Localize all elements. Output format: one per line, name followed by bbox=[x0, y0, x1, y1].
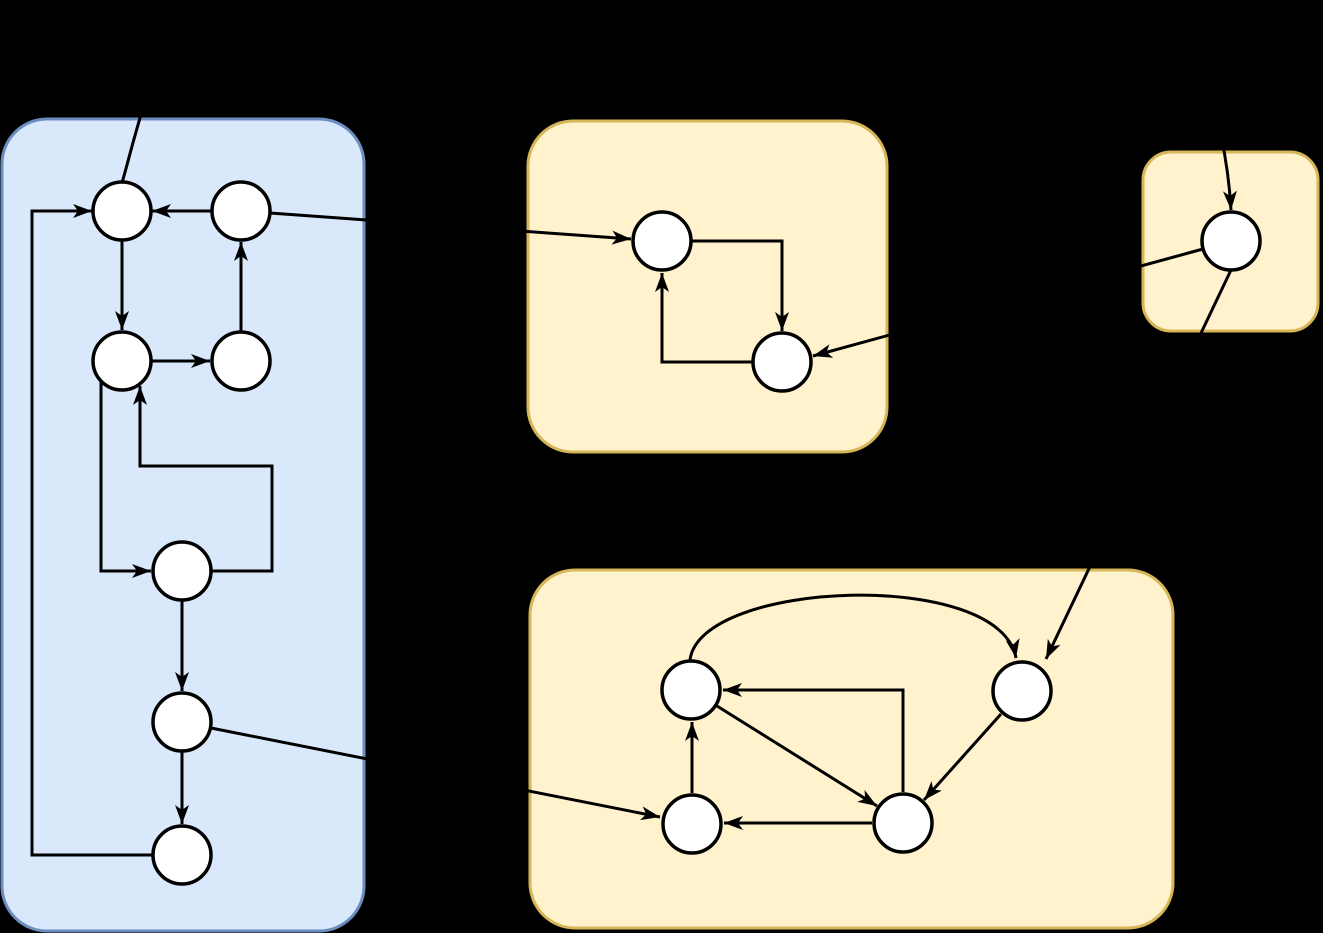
edge-b-a bbox=[655, 273, 752, 364]
node-bottom-s bbox=[991, 660, 1053, 722]
container-yellow-bottom bbox=[528, 568, 1175, 930]
container-blue bbox=[0, 117, 366, 933]
edge-s-r bbox=[922, 712, 1003, 802]
node-blue-n2 bbox=[210, 180, 272, 242]
node-bottom-p bbox=[660, 659, 722, 721]
node-blue-n5 bbox=[151, 540, 213, 602]
node-blue-n7 bbox=[151, 824, 213, 886]
edge-n3-n5 bbox=[99, 381, 151, 578]
edge-n7-n1 bbox=[30, 204, 153, 857]
node-top-b bbox=[751, 331, 813, 393]
node-bottom-r bbox=[872, 792, 934, 854]
container-yellow-top bbox=[526, 119, 889, 454]
node-blue-n1 bbox=[91, 180, 153, 242]
edge-k-b bbox=[812, 247, 1204, 358]
edge-a-b bbox=[691, 239, 789, 331]
node-blue-n3 bbox=[91, 330, 153, 392]
edge-p-s bbox=[688, 593, 1020, 661]
node-top-a bbox=[631, 210, 693, 272]
edge-n2-a bbox=[269, 211, 632, 245]
node-bottom-q bbox=[661, 793, 723, 855]
node-small-k bbox=[1200, 210, 1262, 272]
edge-r-p bbox=[723, 683, 905, 792]
edge-n5-n3 bbox=[133, 386, 274, 573]
edge-n6-q bbox=[210, 726, 661, 821]
node-blue-n6 bbox=[151, 691, 213, 753]
edge-k-s bbox=[1044, 269, 1233, 660]
edge-p-r bbox=[716, 704, 878, 808]
edge-n1-out-top bbox=[120, 87, 151, 184]
edge-in-k bbox=[1200, 61, 1237, 211]
node-blue-n4 bbox=[210, 330, 272, 392]
